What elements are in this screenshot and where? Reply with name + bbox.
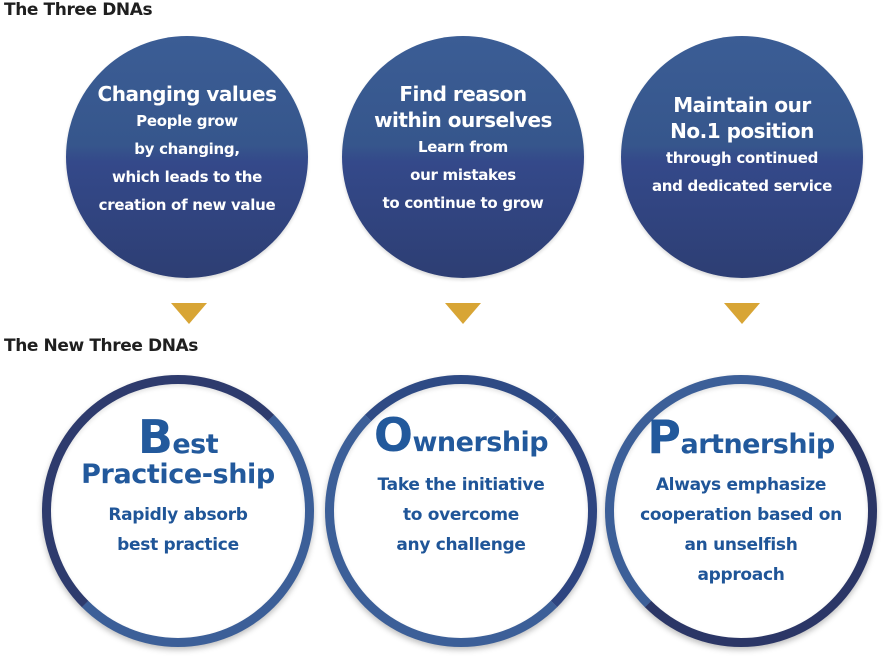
new-three-dnas-title: The New Three DNAs [4,336,199,356]
new-dna-description: Rapidly absorb best practice [81,500,275,560]
dna-title: Find reason within ourselves [374,81,552,133]
desc-line: our mistakes [410,166,516,184]
new-dna-ring-ownership: Ownership Take the initiative to overcom… [325,375,597,647]
desc-line: best practice [117,535,239,555]
dna-description: through continued and dedicated service [652,144,832,200]
desc-line: creation of new value [98,196,276,214]
dna-title: Maintain our No.1 position [652,92,832,144]
down-triangle-arrow-icon [724,303,760,324]
desc-line: Learn from [417,138,508,156]
down-triangle-arrow-icon [445,303,481,324]
title-line: within ourselves [374,108,552,132]
title-line: Find reason [399,82,527,106]
desc-line: to overcome [402,505,520,525]
dna-title: Changing values [97,82,277,106]
title-line: Maintain our [673,93,811,117]
dna-description: People grow by changing, which leads to … [98,107,277,219]
desc-line: approach [697,565,785,585]
title-initial: B [137,410,173,464]
title-initial: P [647,410,681,464]
desc-line: and dedicated service [651,177,833,195]
dna-circle-find-reason: Find reason within ourselves Learn from … [342,36,584,278]
desc-line: to continue to grow [382,194,544,212]
desc-line: which leads to the [111,168,263,186]
three-dnas-title: The Three DNAs [4,0,153,20]
desc-line: any challenge [396,535,526,555]
desc-line: Rapidly absorb [108,505,248,525]
dna-circle-maintain-no1: Maintain our No.1 position through conti… [621,36,863,278]
desc-line: Always emphasize [655,475,827,495]
down-triangle-arrow-icon [171,303,207,324]
title-rest: artnership [680,429,836,460]
new-dna-ring-partnership: Partnership Always emphasize cooperation… [605,375,877,647]
new-dna-title-line2: Practice-ship [81,459,275,490]
desc-line: People grow [136,112,238,130]
new-dna-description: Always emphasize cooperation based on an… [640,470,842,590]
new-dna-description: Take the initiative to overcome any chal… [374,470,548,560]
desc-line: through continued [665,149,819,167]
title-rest: est [172,429,219,460]
title-line: No.1 position [670,119,814,143]
new-dna-ring-best-practice: Best Practice-ship Rapidly absorb best p… [42,375,314,647]
title-rest: wnership [412,427,549,458]
desc-line: by changing, [134,140,240,158]
new-dna-title: Ownership [374,412,549,458]
dna-circle-changing-values: Changing values People grow by changing,… [66,36,308,278]
title-initial: O [373,408,413,462]
new-dna-title: Partnership [640,414,842,460]
desc-line: an unselfish [684,535,798,555]
new-dna-title: Best [81,414,275,460]
dna-description: Learn from our mistakes to continue to g… [374,133,552,217]
desc-line: Take the initiative [377,475,545,495]
desc-line: cooperation based on [640,505,842,525]
